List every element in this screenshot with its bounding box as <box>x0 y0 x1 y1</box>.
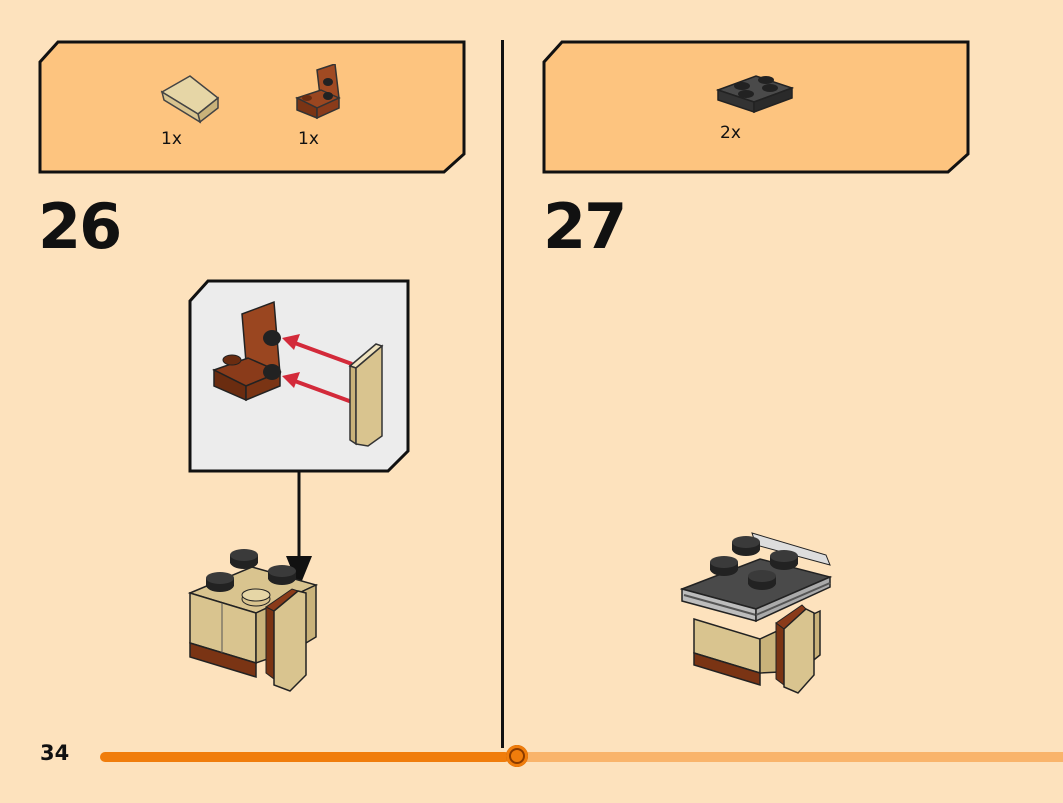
part-qty: 1x <box>298 129 319 149</box>
tan-slope-brick-icon <box>348 343 384 447</box>
progress-bar-remaining <box>520 752 1063 762</box>
red-attach-arrows <box>282 334 353 404</box>
progress-indicator <box>506 745 528 767</box>
model-assembly <box>680 532 833 694</box>
step-divider <box>501 40 504 748</box>
page-number: 34 <box>40 741 70 765</box>
step-number: 26 <box>38 190 122 263</box>
down-arrow <box>286 470 312 588</box>
dark-gray-plate-icon <box>716 75 794 114</box>
tan-slope-brick-icon <box>160 75 220 124</box>
part-qty: 2x <box>720 123 741 143</box>
part-qty: 1x <box>161 129 182 149</box>
model-assembly <box>187 549 319 692</box>
progress-bar-completed <box>100 752 510 762</box>
brown-bracket-icon <box>295 64 341 120</box>
parts-list-box-step-26 <box>38 40 466 174</box>
step-number: 27 <box>543 190 627 263</box>
brown-bracket-icon <box>212 300 282 402</box>
